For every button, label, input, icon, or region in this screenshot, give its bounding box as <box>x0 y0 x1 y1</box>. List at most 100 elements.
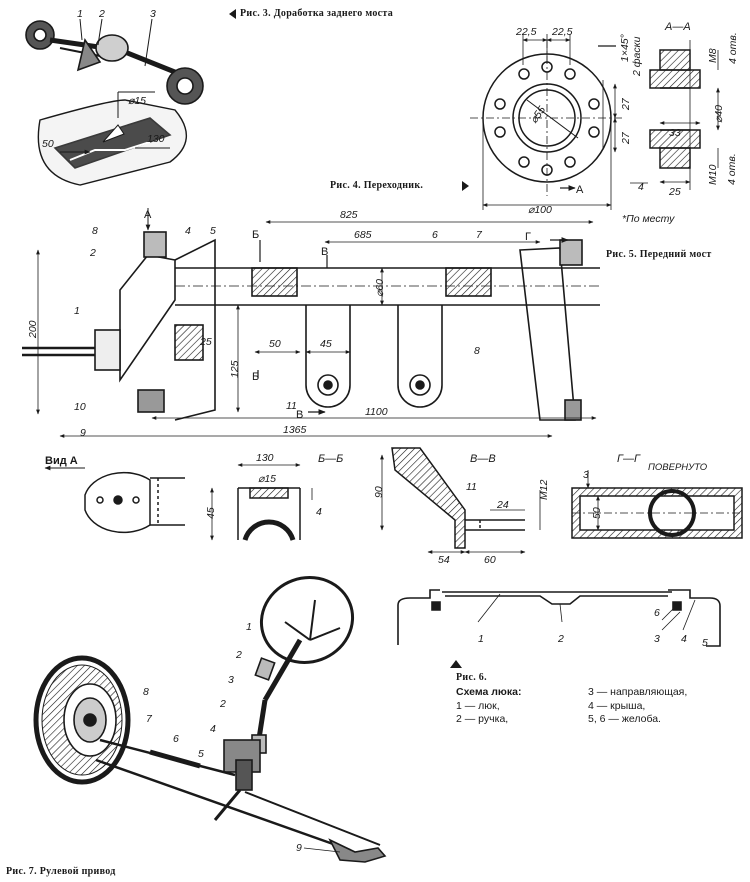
fig5-bb-dim-45: 45 <box>205 507 217 519</box>
fig4-dim-d40: ⌀40 <box>713 105 725 123</box>
fig5-callout-6: 6 <box>432 229 438 241</box>
fig4-caption-arrow-icon <box>462 181 469 191</box>
fig3-caption: Рис. 3. Доработка заднего моста <box>240 8 394 19</box>
fig6-callout-1: 1 <box>478 633 484 645</box>
fig3-dim-50: 50 <box>42 138 54 150</box>
fig4-dim-25: 25 <box>668 186 681 198</box>
fig6-legend-item-4: 4 — крыша, <box>588 700 646 712</box>
fig3-callout-3: 3 <box>150 8 156 20</box>
fig5-dim-45: 45 <box>320 338 332 350</box>
fig5-dim-685: 685 <box>354 229 372 241</box>
fig5-callout-10: 10 <box>74 401 86 413</box>
fig4-dim-22-5-left: 22,5 <box>515 26 537 38</box>
fig3-caption-arrow-icon <box>229 9 236 19</box>
fig4-dim-4: 4 <box>638 181 644 193</box>
fig5-bb-title: Б—Б <box>318 453 343 465</box>
fig7-callout-9: 9 <box>296 842 302 854</box>
fig4-holes-m10: 4 отв. <box>726 153 738 185</box>
fig5-dim-25: 25 <box>199 336 212 348</box>
fig7-steering <box>33 576 387 863</box>
fig4-dim-27-bottom: 27 <box>620 131 632 145</box>
fig5-cut-b-top: Б <box>252 229 259 241</box>
fig4-holes-m8: 4 отв. <box>727 32 739 64</box>
fig5-vv-thread-m12: M12 <box>538 479 550 500</box>
fig4-thread-m8: M8 <box>707 48 719 63</box>
fig4-dim-33: 33 <box>669 127 681 139</box>
fig5-vv-dim-24: 24 <box>496 499 509 511</box>
fig6-caption: Рис. 6. <box>456 672 487 683</box>
fig4-chamfer-size: 1×45° <box>619 34 631 62</box>
fig5-callout-8-top: 8 <box>92 225 98 237</box>
fig5-cut-v-bottom: В <box>296 409 303 421</box>
fig6-callout-3: 3 <box>654 633 660 645</box>
fig5-dim-825: 825 <box>340 209 358 221</box>
fig6-legend-item-3: 3 — направляющая, <box>588 686 688 698</box>
fig5-callout-1: 1 <box>74 305 80 317</box>
fig3-dim-d15: ⌀15 <box>128 95 146 107</box>
fig3-callout-2: 2 <box>98 8 105 20</box>
fig7-callout-2-top: 2 <box>235 649 242 661</box>
fig3-callout-1: 1 <box>77 8 83 20</box>
fig4-thread-m10: M10 <box>707 164 719 185</box>
fig5-bb-dim-4: 4 <box>316 506 322 518</box>
fig6-callout-2: 2 <box>557 633 564 645</box>
fig5-dim-125: 125 <box>229 360 241 378</box>
fig7-callout-8: 8 <box>143 686 149 698</box>
fig7-callout-6: 6 <box>173 733 179 745</box>
fig4-section-title: А—А <box>664 21 691 33</box>
fig7-callout-3: 3 <box>228 674 234 686</box>
fig6-callout-5: 5 <box>702 637 708 649</box>
fig6-legend-title: Схема люка: <box>456 686 522 698</box>
fig5-callout-9: 9 <box>80 427 86 439</box>
fig4-dim-27-top: 27 <box>620 97 632 111</box>
fig4-note: *По месту <box>622 213 675 225</box>
fig5-section-vv <box>380 447 541 554</box>
fig5-cut-v-top: В <box>321 246 328 258</box>
fig5-cut-g: Г <box>525 231 531 243</box>
fig5-caption: Рис. 5. Передний мост <box>606 249 712 260</box>
fig5-dim-50: 50 <box>269 338 281 350</box>
fig7-callout-1: 1 <box>246 621 252 633</box>
fig4-caption: Рис. 4. Переходник. <box>330 180 424 191</box>
fig4-dim-d55: ⌀55 <box>528 104 548 126</box>
fig4-cut-label: А <box>576 184 584 196</box>
fig7-callout-7: 7 <box>146 713 153 725</box>
fig6-callout-6: 6 <box>654 607 660 619</box>
fig5-cut-b-bottom: Б <box>252 371 259 383</box>
fig5-front-axle <box>22 208 600 438</box>
fig7-callout-4: 4 <box>210 723 216 735</box>
fig5-view-a-title: Вид А <box>45 455 78 467</box>
fig5-dim-200: 200 <box>27 320 39 339</box>
fig5-gg-note: ПОВЕРНУТО <box>648 462 708 473</box>
fig6-legend-item-2: 2 — ручка, <box>456 713 509 725</box>
fig4-dim-d100: ⌀100 <box>528 204 552 216</box>
fig4-adapter <box>470 34 720 210</box>
fig5-dim-1100: 1100 <box>365 406 388 418</box>
fig5-gg-title: Г—Г <box>617 453 641 465</box>
fig5-callout-5: 5 <box>210 225 216 237</box>
fig6-hatch <box>397 589 721 647</box>
fig5-section-bb <box>210 463 313 541</box>
fig6-pointer-icon <box>450 660 462 668</box>
fig4-chamfer: 2 фаски <box>631 36 643 77</box>
fig5-dim-d60: ⌀60 <box>374 279 386 297</box>
fig5-dim-1365: 1365 <box>283 424 307 436</box>
fig6-legend-item-5: 5, 6 — желоба. <box>588 713 661 725</box>
fig5-bb-dim-d15: ⌀15 <box>258 473 276 485</box>
fig5-callout-11: 11 <box>286 400 297 412</box>
fig5-vv-title: В—В <box>470 453 496 465</box>
fig5-callout-7: 7 <box>476 229 483 241</box>
fig7-callout-5: 5 <box>198 748 204 760</box>
fig7-caption: Рис. 7. Рулевой привод <box>6 866 116 877</box>
fig3-dim-130: 130 <box>147 133 165 145</box>
fig5-callout-2: 2 <box>89 247 96 259</box>
fig3-rear-axle <box>25 18 204 186</box>
fig7-callout-2-bottom: 2 <box>219 698 226 710</box>
fig5-gg-dim-3: 3 <box>583 469 589 481</box>
fig5-vv-dim-54: 54 <box>438 554 450 566</box>
fig5-vv-dim-90: 90 <box>373 486 385 498</box>
fig5-callout-8-lever: 8 <box>474 345 480 357</box>
fig5-vv-callout-11: 11 <box>466 481 477 493</box>
fig6-callout-4: 4 <box>681 633 687 645</box>
